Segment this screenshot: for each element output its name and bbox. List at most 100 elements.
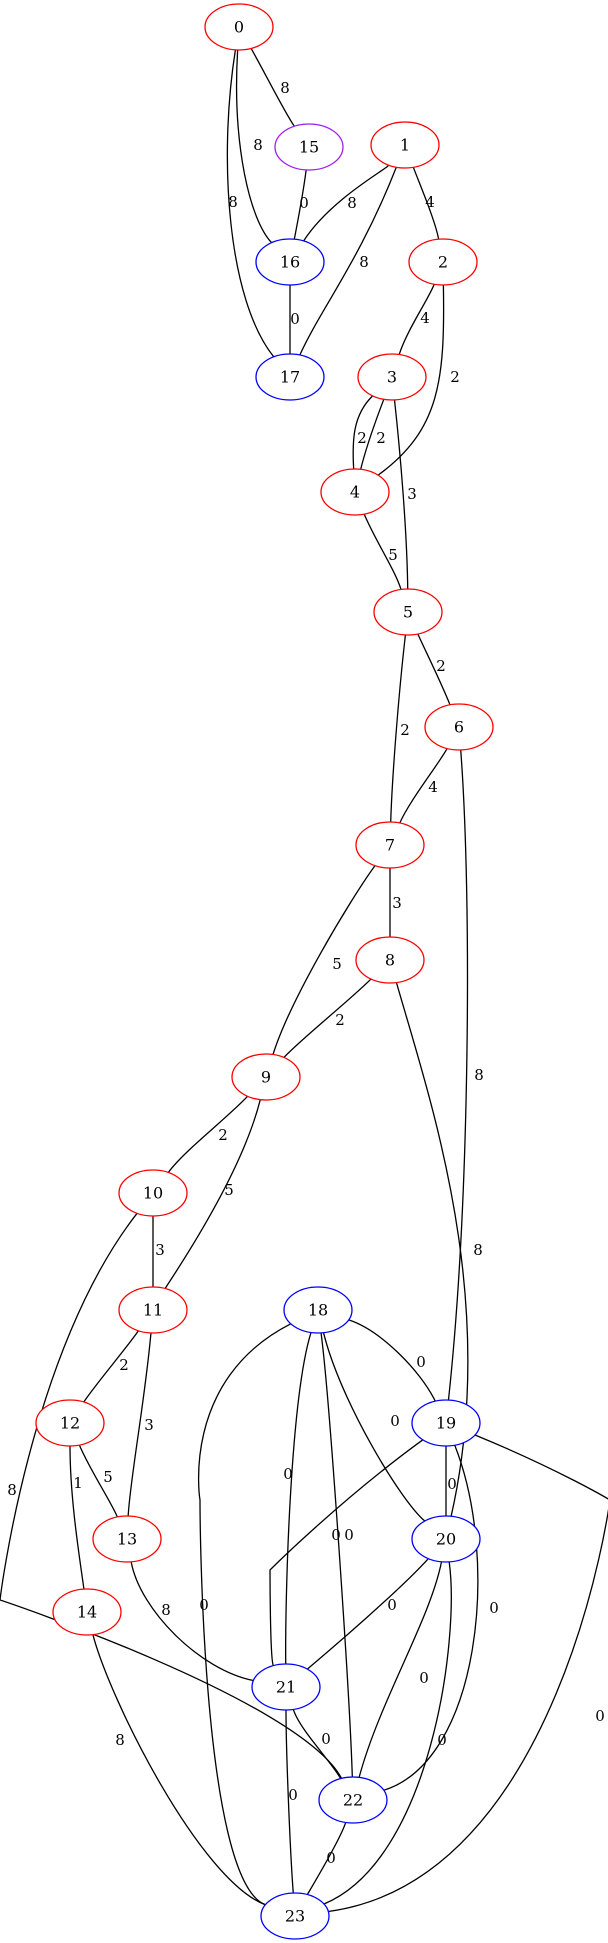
- edge-label-18-22: 0: [344, 1526, 354, 1544]
- node-0: 0: [204, 3, 274, 51]
- edge-label-18-23: 0: [199, 1596, 209, 1614]
- edge-19-22: [383, 1444, 479, 1791]
- edge-label-12-13: 5: [103, 1468, 113, 1486]
- node-13-label: 13: [117, 1530, 137, 1549]
- edge-7-9: [272, 865, 376, 1055]
- node-17-label: 17: [280, 368, 300, 387]
- node-1: 1: [370, 121, 440, 169]
- edge-label-19-23: 0: [595, 1707, 605, 1725]
- node-16-ellipse: [255, 238, 325, 286]
- node-9-ellipse: [231, 1053, 301, 1101]
- node-8: 8: [355, 936, 425, 984]
- node-19: 19: [411, 1399, 481, 1447]
- node-22-label: 22: [343, 1791, 363, 1810]
- edge-label-3-4: 2: [376, 429, 386, 447]
- edge-19-21: [269, 1439, 424, 1666]
- node-10-ellipse: [118, 1169, 188, 1217]
- edge-label-6-19: 8: [474, 1066, 484, 1084]
- edge-21-22: [292, 1709, 342, 1779]
- node-11: 11: [118, 1286, 188, 1334]
- node-18: 18: [283, 1286, 353, 1334]
- edge-18-20: [322, 1332, 426, 1522]
- node-14-ellipse: [52, 1588, 122, 1636]
- node-6-label: 6: [454, 718, 464, 737]
- node-9: 9: [231, 1053, 301, 1101]
- node-5-label: 5: [403, 603, 413, 622]
- node-6-ellipse: [424, 703, 494, 751]
- node-12: 12: [35, 1399, 105, 1447]
- node-8-label: 8: [385, 951, 395, 970]
- edge-20-21: [306, 1558, 429, 1670]
- edge-label-5-6: 2: [436, 657, 446, 675]
- edge-label-11-13: 3: [144, 1416, 154, 1434]
- edge-label-0-16: 8: [253, 136, 263, 154]
- node-16: 16: [255, 238, 325, 286]
- node-3: 3: [357, 353, 427, 401]
- edge-label-2-3: 4: [420, 309, 430, 327]
- node-3-label: 3: [387, 368, 397, 387]
- node-16-label: 16: [280, 253, 300, 272]
- node-20: 20: [411, 1515, 481, 1563]
- edge-label-3-5: 3: [407, 485, 417, 503]
- edge-label-12-14: 1: [73, 1474, 83, 1492]
- edge-20-23: [323, 1561, 452, 1905]
- edge-15-16: [293, 169, 307, 240]
- node-13-ellipse: [92, 1515, 162, 1563]
- node-17: 17: [255, 353, 325, 401]
- node-23-label: 23: [285, 1907, 305, 1926]
- node-13: 13: [92, 1515, 162, 1563]
- edge-3-4: [352, 395, 374, 470]
- node-22-ellipse: [318, 1776, 388, 1824]
- edge-label-11-12: 2: [119, 1356, 129, 1374]
- node-11-ellipse: [118, 1286, 188, 1334]
- edge-label-20-23: 0: [437, 1731, 447, 1749]
- edge-label-18-19: 0: [416, 1353, 426, 1371]
- node-8-ellipse: [355, 936, 425, 984]
- node-4-ellipse: [320, 468, 390, 516]
- node-20-label: 20: [436, 1530, 456, 1549]
- edge-label-20-21: 0: [387, 1596, 397, 1614]
- edge-label-13-21: 8: [161, 1601, 171, 1619]
- edge-label-19-22: 0: [489, 1599, 499, 1617]
- node-23: 23: [260, 1892, 330, 1940]
- edge-9-10: [167, 1095, 249, 1173]
- node-5: 5: [373, 588, 443, 636]
- edge-18-22: [320, 1332, 353, 1778]
- edge-3-5: [393, 399, 409, 590]
- node-0-label: 0: [234, 18, 244, 37]
- edge-label-19-20: 0: [447, 1475, 457, 1493]
- node-12-label: 12: [60, 1414, 80, 1433]
- node-3-ellipse: [357, 353, 427, 401]
- node-9-label: 9: [261, 1068, 271, 1087]
- edge-1-16: [303, 164, 390, 242]
- edge-label-1-2: 4: [425, 193, 435, 211]
- node-4: 4: [320, 468, 390, 516]
- node-4-label: 4: [350, 483, 360, 502]
- edge-label-7-8: 3: [392, 894, 402, 912]
- edge-label-2-4: 2: [450, 368, 460, 386]
- edge-14-23: [92, 1634, 266, 1906]
- node-10: 10: [118, 1169, 188, 1217]
- node-7-label: 7: [385, 836, 395, 855]
- node-6: 6: [424, 703, 494, 751]
- edge-label-0-15: 8: [280, 79, 290, 97]
- edge-5-7: [390, 634, 407, 823]
- edge-label-1-16: 8: [347, 194, 357, 212]
- edge-4-5: [363, 513, 402, 590]
- node-21-ellipse: [251, 1663, 321, 1711]
- edge-label-20-22: 0: [419, 1669, 429, 1687]
- node-15-label: 15: [299, 138, 319, 157]
- node-2-label: 2: [438, 253, 448, 272]
- edge-0-16: [235, 49, 273, 244]
- edge-label-6-7: 4: [428, 778, 438, 796]
- edge-2-3: [398, 283, 435, 355]
- edge-22-23: [306, 1822, 347, 1895]
- edge-9-11: [164, 1099, 261, 1289]
- node-18-label: 18: [308, 1301, 328, 1320]
- edge-20-22: [358, 1561, 443, 1778]
- edge-label-18-21: 0: [283, 1465, 293, 1483]
- edge-10-22: [0, 1212, 343, 1779]
- edge-18-19: [348, 1319, 436, 1402]
- edge-1-17: [299, 166, 397, 356]
- node-14: 14: [52, 1588, 122, 1636]
